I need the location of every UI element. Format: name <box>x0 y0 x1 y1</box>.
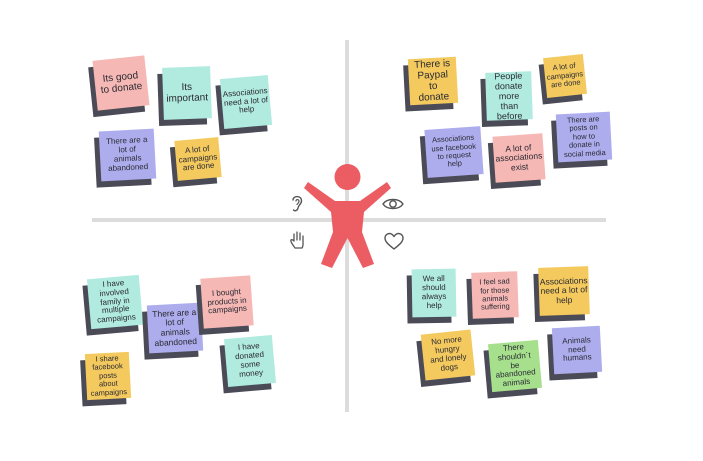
sticky-note: I have donated some money <box>223 334 277 388</box>
sticky-note-text: Associations need a lot of help <box>539 274 588 306</box>
sticky-note: Its important <box>162 66 212 120</box>
sticky-note-text: Its good to donate <box>100 70 143 97</box>
sticky-note: I share facebook posts about campaigns <box>84 351 132 401</box>
sticky-note-text: I feel sad for those animals suffering <box>479 276 510 312</box>
person-icon <box>304 164 391 268</box>
sticky-note-text: There are a lot of animals abandoned <box>151 306 198 348</box>
sticky-note-text: I share facebook posts about campaigns <box>90 353 128 398</box>
sticky-note-text: People donate more than before <box>494 70 523 122</box>
sticky-note: There are a lot of animals abandoned <box>98 128 157 182</box>
sticky-note: People donate more than before <box>485 70 533 122</box>
sticky-note-text: There shouldn´t be abandoned animals <box>495 341 537 389</box>
sticky-note: I feel sad for those animals suffering <box>471 271 519 319</box>
sticky-note: Associations need a lot of help <box>219 75 273 129</box>
sticky-note-text: Its important <box>166 81 209 105</box>
sticky-note-text: Associations use facebook to request hel… <box>431 132 477 169</box>
sticky-note-text: I have donated some money <box>234 341 265 379</box>
sticky-note: There are a lot of animals abandoned <box>146 302 204 354</box>
sticky-note: A lot of campaigns are done <box>174 137 222 181</box>
sticky-note-text: A lot of associations exist <box>495 141 543 173</box>
sticky-note-text: A lot of campaigns are done <box>546 61 584 90</box>
sticky-note-text: There are a lot of animals abandoned <box>105 135 149 173</box>
sticky-note-text: I bought products in campaigns <box>207 286 248 316</box>
eye-icon <box>382 198 404 210</box>
sticky-note: Associations need a lot of help <box>538 266 590 316</box>
sticky-note: I bought products in campaigns <box>200 275 254 329</box>
sticky-note-text: A lot of campaigns are done <box>178 143 218 173</box>
sticky-note: Its good to donate <box>92 55 150 111</box>
sticky-note: A lot of associations exist <box>492 133 546 183</box>
sticky-note: Associations use facebook to request hel… <box>424 126 484 178</box>
sticky-note: I have involved family in multiple campa… <box>86 274 144 330</box>
sticky-note: There shouldn´t be abandoned animals <box>488 339 542 393</box>
sticky-note: We all should always help <box>411 268 457 318</box>
sticky-note-text: Associations need a lot of help <box>222 85 269 116</box>
sticky-note: No more hungry and lonely dogs <box>420 329 476 381</box>
sticky-note-text: No more hungry and lonely dogs <box>429 334 467 373</box>
ear-icon <box>292 195 303 212</box>
sticky-note-text: Animals need humans <box>562 334 592 364</box>
sticky-note: There are posts on how to donate in soci… <box>555 111 613 163</box>
sticky-note-text: I have involved family in multiple campa… <box>96 277 137 326</box>
sticky-note-text: There is Paypal to donate <box>413 57 451 104</box>
sticky-note-text: There are posts on how to donate in soci… <box>563 114 606 159</box>
sticky-note: Animals need humans <box>551 325 603 375</box>
hand-icon <box>290 231 304 249</box>
sticky-note: A lot of campaigns are done <box>543 54 587 98</box>
heart-icon <box>384 232 404 250</box>
sticky-note-text: We all should always help <box>421 273 447 311</box>
sticky-note: There is Paypal to donate <box>407 56 459 106</box>
